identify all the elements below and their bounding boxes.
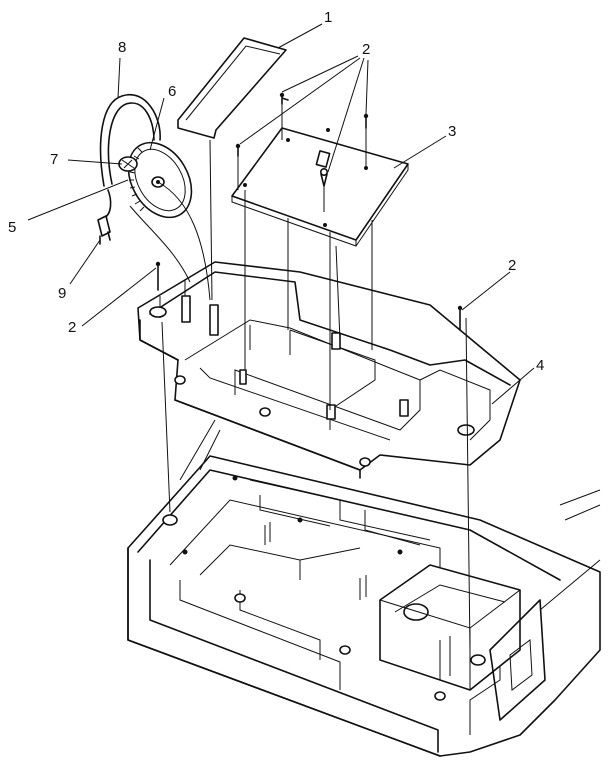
base-housing (127, 455, 601, 757)
callout-1: 1 (324, 9, 332, 26)
cover-plate-part-1 (177, 37, 287, 301)
callout-2-top: 2 (362, 41, 370, 58)
callout-2-left: 2 (68, 319, 76, 336)
callout-3: 3 (448, 123, 456, 140)
callout-4: 4 (536, 357, 544, 374)
leader-lines (27, 23, 535, 405)
callout-5: 5 (8, 219, 16, 236)
callout-2-right: 2 (508, 257, 516, 274)
callout-6: 6 (168, 83, 176, 100)
frame-part-4 (137, 261, 521, 653)
callout-8: 8 (118, 39, 126, 56)
screws-part-2 (155, 92, 463, 331)
dial-assembly (97, 93, 211, 301)
callout-7: 7 (50, 151, 58, 168)
callout-9: 9 (58, 285, 66, 302)
circuit-board-part-3 (231, 127, 409, 410)
callouts: 1 2 3 8 6 7 5 9 2 2 4 (8, 9, 544, 374)
